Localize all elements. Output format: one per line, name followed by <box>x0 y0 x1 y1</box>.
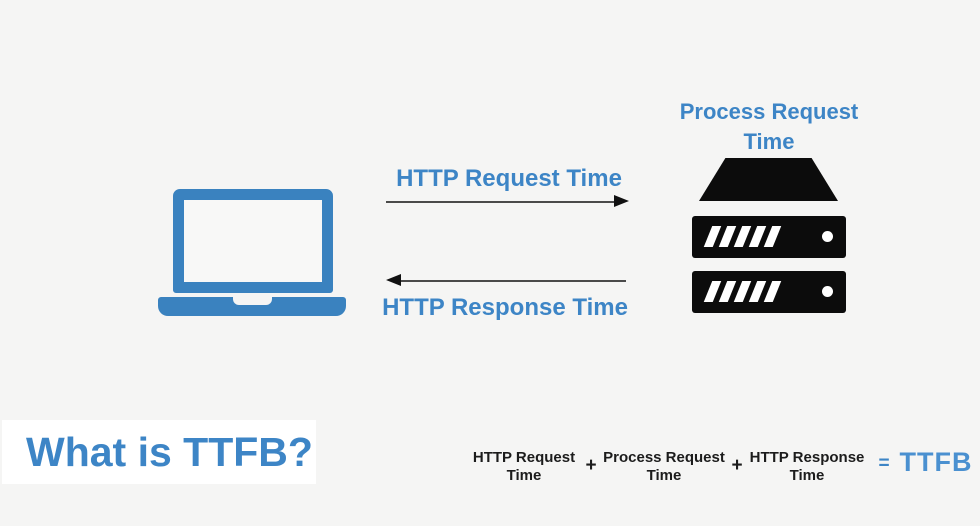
server-rack-unit <box>692 216 846 258</box>
server-vents-icon <box>703 226 782 247</box>
formula-plus-sign: + <box>731 455 743 476</box>
server-hood <box>699 158 838 201</box>
arrow-left-icon <box>399 280 626 282</box>
laptop-notch <box>233 297 272 305</box>
arrow-right-head-icon <box>614 195 629 207</box>
server-rack-unit <box>692 271 846 313</box>
laptop-base <box>158 297 346 316</box>
server-led-icon <box>822 231 833 242</box>
formula-term-http-request: HTTP Request Time <box>472 449 576 484</box>
laptop-screen <box>173 189 333 293</box>
formula-result-ttfb: TTFB <box>899 447 973 477</box>
server-led-icon <box>822 286 833 297</box>
arrow-left-head-icon <box>386 274 401 286</box>
server-vents-icon <box>703 281 782 302</box>
formula-plus-sign: + <box>585 455 597 476</box>
http-response-time-label: HTTP Response Time <box>382 294 628 321</box>
process-request-time-label: Process Request Time <box>679 99 859 155</box>
arrow-right-icon <box>386 201 616 203</box>
page-title: What is TTFB? <box>26 428 313 475</box>
http-request-time-label: HTTP Request Time <box>396 165 622 192</box>
title-panel: What is TTFB? <box>2 420 316 484</box>
formula-term-http-response: HTTP Response Time <box>749 449 865 484</box>
formula-term-process-request: Process Request Time <box>603 449 725 484</box>
formula-equals-sign: = <box>878 453 890 474</box>
